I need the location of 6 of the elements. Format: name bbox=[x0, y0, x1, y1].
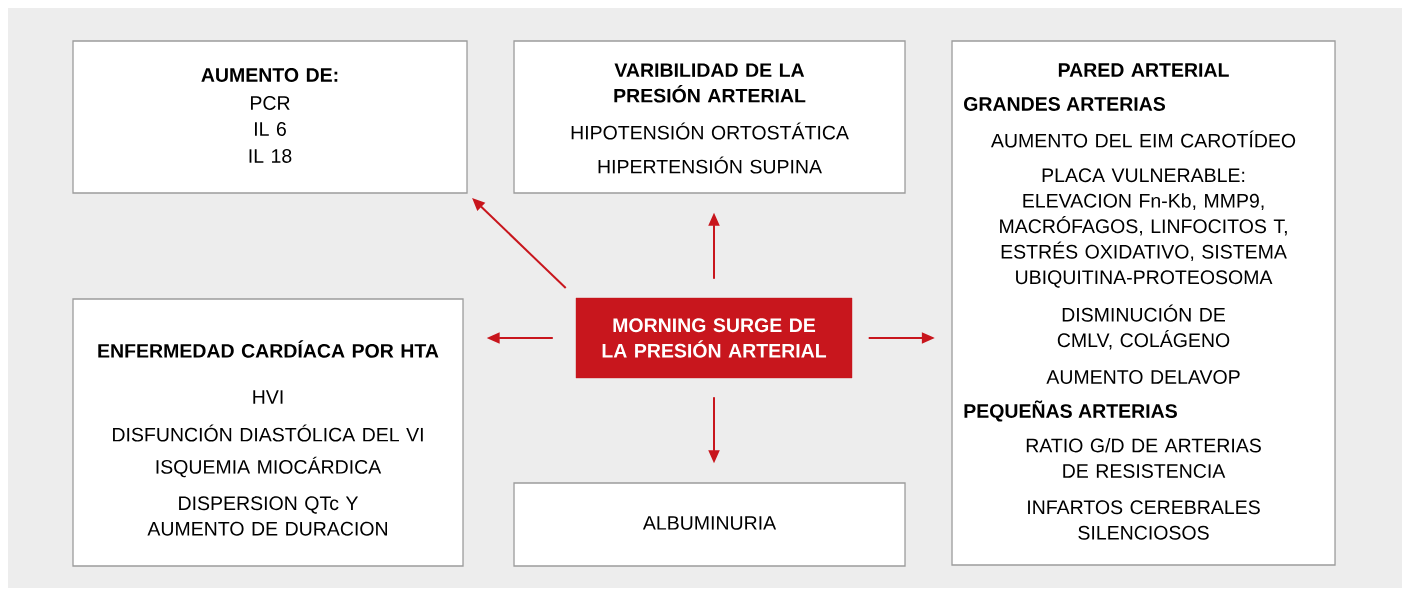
info-box: ENFERMEDAD CARDÍACA POR HTA HVI DISFUNCIÓN DIASTÓLICA DEL VI ISQUEMIA MIOCÁRDICA DISPERSION QTc Y AUMENTO DE DURACION bbox=[72, 298, 464, 567]
highlight-box: MORNING SURGE DE LA PRESIÓN ARTERIAL bbox=[575, 297, 853, 379]
info-box: PARED ARTERIAL GRANDES ARTERIAS AUMENTO DEL EIM CAROTÍDEO PLACA VULNERABLE: ELEVACION Fn-Kb, MMP9, MACRÓFAGOS, LINFOCITOS T, ESTRÉS OXIDATIVO, SISTEMA UBIQUITINA-PROTEOSOMA DISMINUCIÓN DE CMLV, COLÁGENO AUMENTO DELAVOP PEQUEÑAS ARTERIAS RATIO G/D DE ARTERIAS DE RESISTENCIA INFARTOS CEREBRALES SILENCIOSOS bbox=[951, 40, 1336, 566]
info-box: VARIBILIDAD DE LA PRESIÓN ARTERIAL HIPOTENSIÓN ORTOSTÁTICA HIPERTENSIÓN SUPINA bbox=[513, 40, 906, 194]
info-box: AUMENTO DE: PCR IL 6 IL 18 bbox=[72, 40, 468, 194]
info-box: ALBUMINURIA bbox=[513, 482, 906, 567]
